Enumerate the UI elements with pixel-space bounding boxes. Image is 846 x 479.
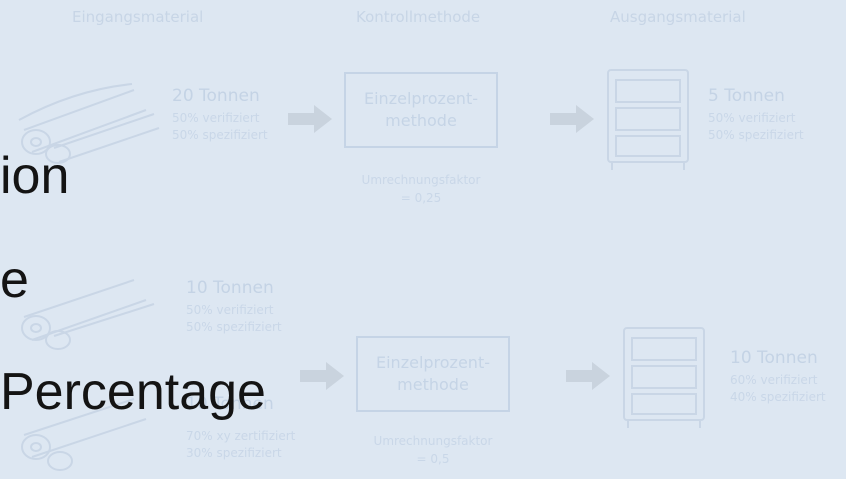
overlay-line2: e [0,251,29,309]
flow2-output-specified: 40% spezifiziert [730,390,826,404]
flow1-factor: Umrechnungsfaktor = 0,25 [344,171,498,207]
header-output: Ausgangsmaterial [610,8,746,26]
flow2-input-a-verified: 50% verifiziert [186,303,274,317]
arrow-right-icon [566,362,610,390]
flow2-input-a-tons: 10 Tonnen [186,278,274,298]
flow1-input-verified: 50% verifiziert [172,111,260,125]
flow1-input-specified: 50% spezifiziert [172,128,268,142]
flow2-factor-line2: = 0,5 [416,452,450,466]
cabinet-icon [623,327,705,428]
flow2-output-tons: 10 Tonnen [730,348,818,368]
logs-icon [21,279,155,350]
flow1-input-tons: 20 Tonnen [172,86,260,106]
overlay-line3: Percentage [0,363,266,421]
flow1-output-tons: 5 Tonnen [708,86,785,106]
flow2-output-verified: 60% verifiziert [730,373,818,387]
arrow-right-icon [288,105,332,133]
flow1-output-specified: 50% spezifiziert [708,128,804,142]
flow2-method-box: Einzelprozent- methode [356,336,510,412]
flow2-method-line1: Einzelprozent- [376,353,490,372]
flow2-input-a-specified: 50% spezifiziert [186,320,282,334]
overlay-line1: ion [0,147,70,205]
arrow-right-icon [300,362,344,390]
header-method: Kontrollmethode [356,8,481,26]
arrow-right-icon [550,105,594,133]
flow1-method-line2: methode [385,111,457,130]
flow2-input-b-tons: 10 Tonnen [186,394,274,414]
logs-icon [21,398,147,471]
cabinet-icon [607,69,689,170]
flow2-factor: Umrechnungsfaktor = 0,5 [356,432,510,468]
logs-icon [18,83,160,164]
header-input: Eingangsmaterial [72,8,204,26]
flow2-method-line2: methode [397,375,469,394]
flow1-output-verified: 50% verifiziert [708,111,796,125]
flow2-factor-line1: Umrechnungsfaktor [373,434,493,448]
flow1-method-line1: Einzelprozent- [364,89,478,108]
flow2-input-b-certified: 70% xy zertifiziert [186,429,296,443]
flow1-factor-line2: = 0,25 [400,191,442,205]
flow1-method-box: Einzelprozent- methode [344,72,498,148]
flow2-input-b-specified: 30% spezifiziert [186,446,282,460]
flow1-factor-line1: Umrechnungsfaktor [361,173,481,187]
